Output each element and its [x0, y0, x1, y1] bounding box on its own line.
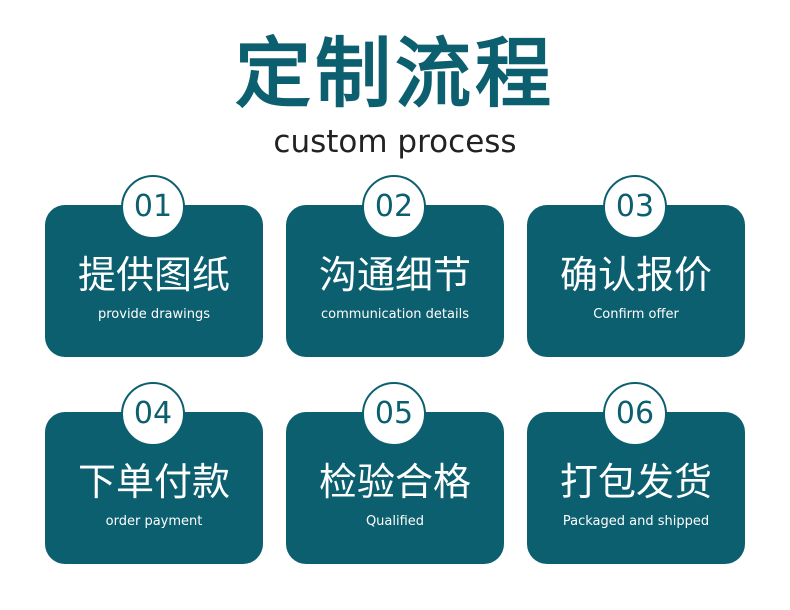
step-number-badge: 02 [362, 175, 426, 239]
step-title-en: Qualified [365, 514, 425, 529]
step-card-02: 02 沟通细节 communication details [286, 175, 504, 357]
step-title-en: Confirm offer [593, 307, 679, 322]
step-title-cn: 沟通细节 [318, 253, 471, 297]
step-title-en: communication details [321, 307, 469, 322]
page-title: 定制流程 [235, 29, 555, 118]
step-title-cn: 打包发货 [559, 460, 712, 504]
step-number-badge: 04 [121, 382, 185, 446]
step-title-cn: 确认报价 [559, 253, 712, 297]
step-number-badge: 01 [121, 175, 185, 239]
step-title-en: order payment [105, 514, 203, 529]
step-title-cn: 检验合格 [318, 460, 471, 504]
step-title-cn: 提供图纸 [77, 253, 230, 297]
step-card-01: 01 提供图纸 provide drawings [45, 175, 263, 357]
step-card-04: 04 下单付款 order payment [45, 382, 263, 564]
step-title-cn: 下单付款 [77, 460, 230, 504]
step-number-badge: 03 [603, 175, 667, 239]
step-card-03: 03 确认报价 Confirm offer [527, 175, 745, 357]
step-card-05: 05 检验合格 Qualified [286, 382, 504, 564]
step-number-badge: 05 [362, 382, 426, 446]
step-card-06: 06 打包发货 Packaged and shipped [527, 382, 745, 564]
page-subtitle: custom process [273, 124, 517, 160]
step-title-en: Packaged and shipped [562, 514, 710, 529]
step-number-badge: 06 [603, 382, 667, 446]
step-title-en: provide drawings [97, 307, 211, 322]
